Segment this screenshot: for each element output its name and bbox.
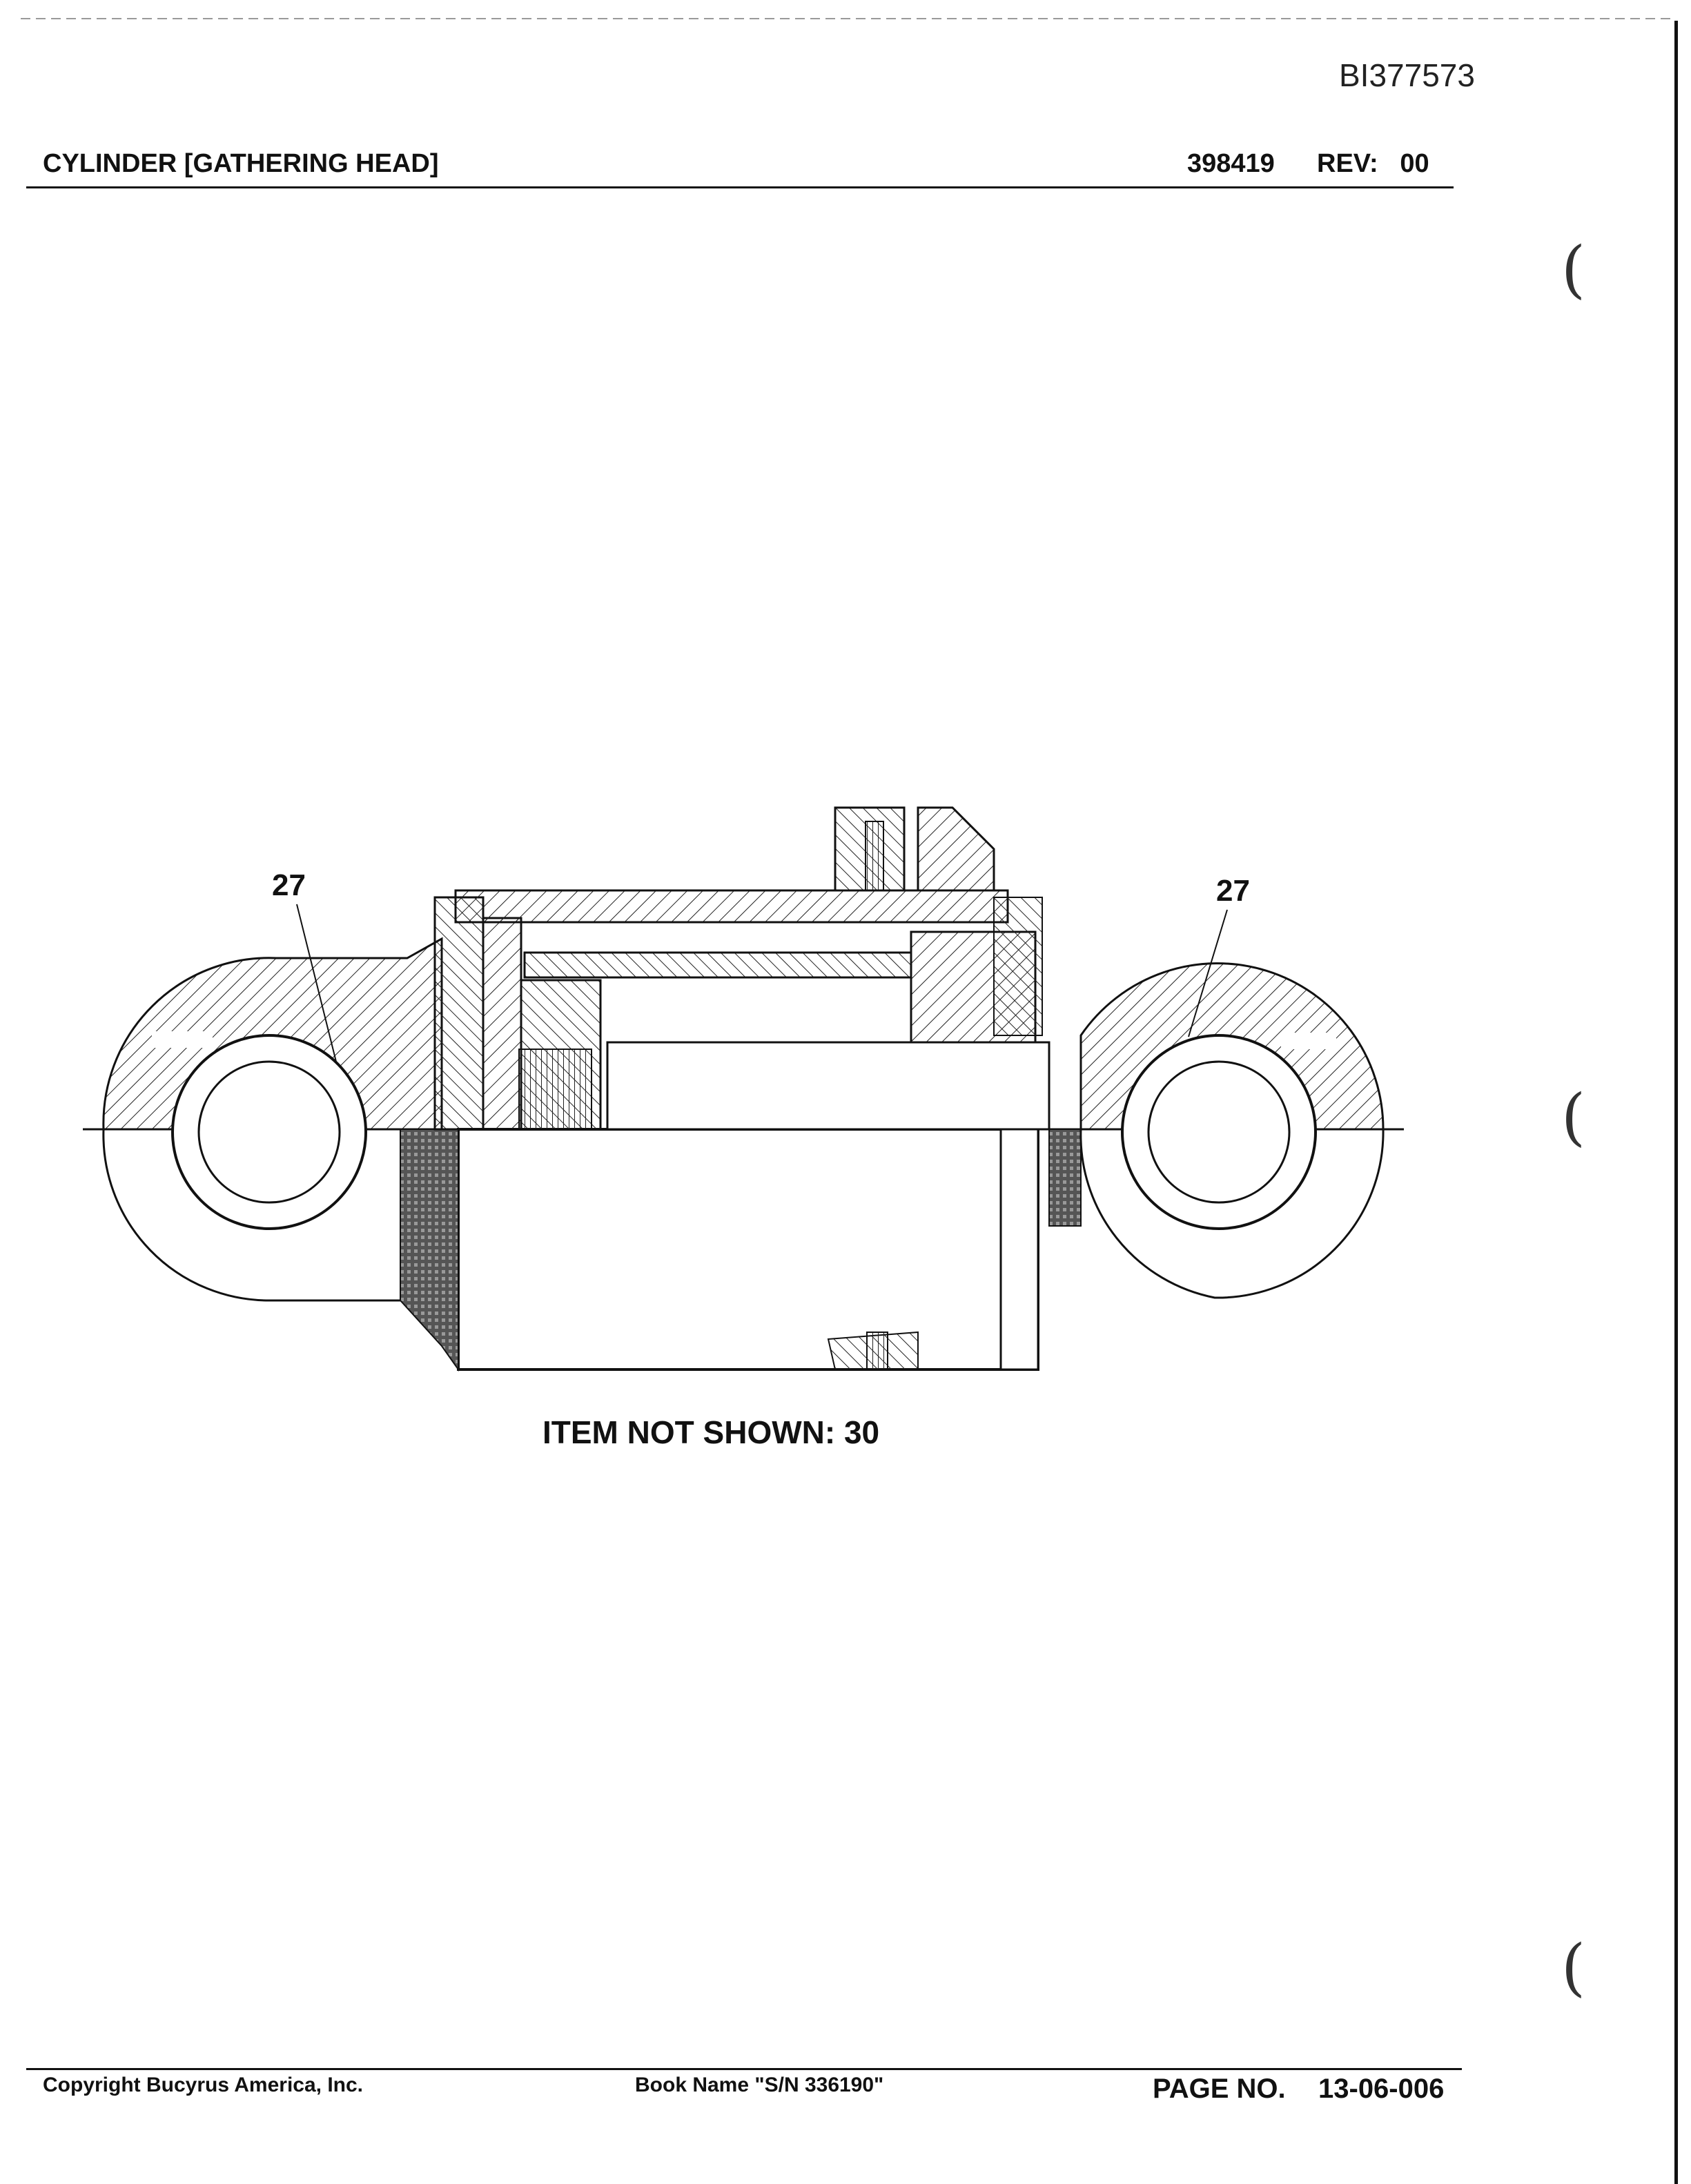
right-eye-slot [1281, 1033, 1336, 1049]
gland-nut [993, 897, 1043, 1036]
page-number-label: PAGE NO. [1153, 2074, 1286, 2104]
scan-edge-dots [21, 18, 1670, 19]
binder-hole-mark: ( [1561, 233, 1586, 306]
piston-seal [518, 1049, 592, 1130]
callout-leader-left [296, 904, 338, 1065]
right-bore-inner [1147, 1060, 1291, 1204]
page-title: CYLINDER [GATHERING HEAD] [43, 149, 439, 178]
right-eye-lower [1079, 1129, 1385, 1299]
piston-rod-upper [523, 951, 912, 979]
header-rule [26, 186, 1454, 188]
revision-value: 00 [1400, 149, 1429, 178]
part-number: 398419 [1187, 149, 1275, 178]
port-block-right [917, 806, 995, 892]
revision-label: REV: [1317, 149, 1378, 178]
left-weld-shaded [400, 1129, 459, 1372]
left-bore-inner [197, 1060, 341, 1204]
port-fitting [865, 821, 884, 891]
page-number: 13-06-006 [1318, 2074, 1445, 2104]
piston-rod [606, 1041, 1050, 1131]
item-not-shown-note: ITEM NOT SHOWN: 30 [543, 1414, 880, 1450]
binder-hole-mark: ( [1561, 1081, 1586, 1153]
head-block-1 [433, 896, 485, 1131]
bottom-fitting-plug [866, 1332, 888, 1370]
left-eye-lower [102, 1129, 407, 1302]
page-edge-border [1674, 21, 1678, 2184]
copyright-text: Copyright Bucyrus America, Inc. [43, 2074, 364, 2096]
binder-hole-mark: ( [1561, 1931, 1586, 2004]
left-eye-slot [152, 1031, 213, 1048]
callout-27-right: 27 [1216, 874, 1250, 908]
callout-27-left: 27 [272, 868, 306, 902]
tube-top-wall [454, 889, 1009, 924]
callout-leader-right [1188, 909, 1228, 1037]
barrel-lower [457, 1128, 1039, 1371]
barrel-end-ring [999, 1128, 1039, 1371]
head-block-2 [482, 917, 522, 1131]
footer-rule [26, 2068, 1462, 2070]
document-id: BI377573 [1339, 57, 1475, 93]
book-name: Book Name "S/N 336190" [635, 2074, 884, 2096]
revision: REV: 00 [1317, 149, 1429, 179]
right-weld-shaded [1048, 1129, 1082, 1227]
